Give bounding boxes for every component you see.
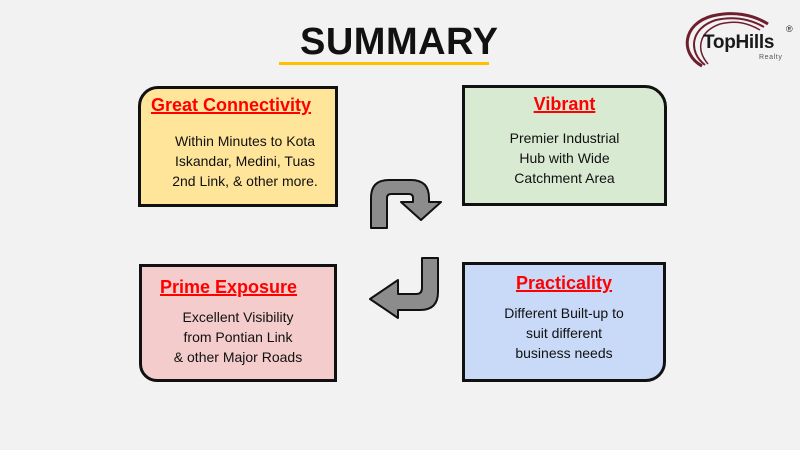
curved-arrow-left-icon	[369, 257, 439, 319]
logo-registered-mark: ®	[786, 24, 793, 34]
curved-arrow-right-icon	[370, 179, 442, 229]
prime-exposure-box: Prime Exposure Excellent Visibility from…	[139, 264, 337, 382]
practicality-box: Practicality Different Built-up to suit …	[462, 262, 666, 382]
logo-text: TopHills	[703, 32, 775, 53]
page-title: SUMMARY	[300, 21, 499, 63]
vibrant-heading: Vibrant	[533, 94, 596, 114]
logo-swoosh-icon	[685, 12, 769, 68]
prime-exposure-heading: Prime Exposure	[160, 277, 298, 297]
tophills-logo: TopHills ® Realty	[672, 10, 796, 68]
practicality-heading: Practicality	[515, 273, 613, 293]
great-connectivity-box: Great Connectivity Within Minutes to Kot…	[138, 86, 338, 207]
title-underline	[279, 62, 489, 65]
vibrant-box: Vibrant Premier Industrial Hub with Wide…	[462, 85, 667, 206]
logo-subtext: Realty	[759, 54, 783, 61]
vibrant-body: Premier Industrial Hub with Wide Catchme…	[509, 130, 620, 186]
practicality-body: Different Built-up to suit different bus…	[504, 305, 624, 361]
prime-exposure-body: Excellent Visibility from Pontian Link &…	[173, 309, 303, 365]
great-connectivity-heading: Great Connectivity	[151, 95, 312, 115]
great-connectivity-body: Within Minutes to Kota Iskandar, Medini,…	[172, 133, 318, 189]
